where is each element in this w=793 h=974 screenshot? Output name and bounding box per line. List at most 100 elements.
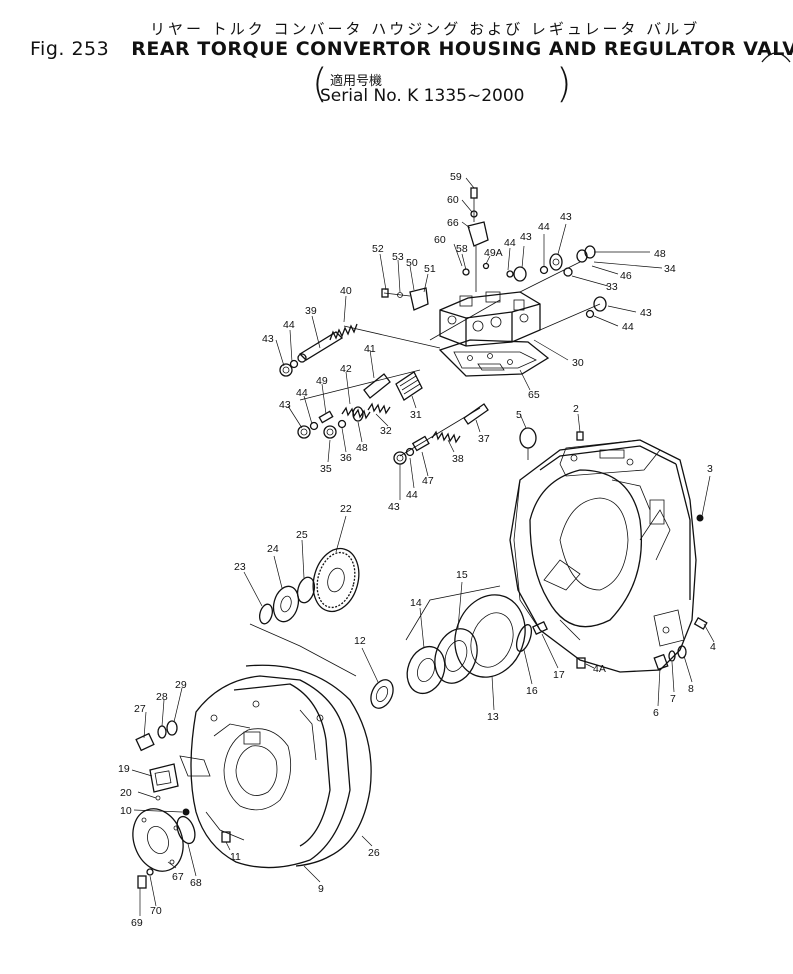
label-part-22: 22 (340, 503, 352, 515)
plugs-right-upper (506, 245, 607, 319)
paren-open: ( (312, 61, 328, 107)
page-title: Fig. 253 REAR TORQUE CONVERTOR HOUSING AN… (30, 38, 793, 60)
plate-51-bracket (381, 287, 429, 311)
spring-40 (329, 323, 358, 341)
rear-housing-1 (509, 439, 697, 673)
label-part-66: 66 (447, 217, 459, 229)
bolt-69-washer-70 (137, 868, 154, 889)
valve-plate-65 (438, 339, 550, 377)
label-part-5: 5 (516, 409, 522, 421)
label-part-9: 9 (318, 883, 324, 895)
label-part-38: 38 (452, 453, 464, 465)
applicability-japanese: 適用号機 (330, 74, 383, 89)
label-part-47: 47 (422, 475, 434, 487)
leader-lines (131, 177, 715, 916)
retainer-13 (454, 594, 526, 678)
spring-38 (431, 430, 461, 444)
label-part-43-top: 43 (520, 231, 532, 243)
label-part-24: 24 (267, 543, 279, 555)
spool-37 (463, 403, 489, 425)
label-part-49: 49 (316, 375, 328, 387)
label-part-2: 2 (573, 403, 579, 415)
cover-67-gasket-68 (132, 808, 196, 872)
regulator-valve-body (439, 291, 541, 347)
label-part-60: 60 (447, 194, 459, 206)
label-part-41: 41 (364, 343, 376, 355)
label-part-58: 58 (456, 243, 468, 255)
title-english: REAR TORQUE CONVERTOR HOUSING AND REGULA… (131, 38, 793, 60)
label-part-33: 33 (606, 281, 618, 293)
label-part-69: 69 (131, 917, 143, 929)
bolt-6-washers-7-8 (653, 645, 687, 671)
label-part-4a: 4A (593, 663, 606, 675)
label-part-35: 35 (320, 463, 332, 475)
label-part-37: 37 (478, 433, 490, 445)
bearing-24 (272, 585, 300, 623)
title-japanese: リヤー トルク コンバータ ハウジング および レギュレータ バルブ (150, 20, 701, 38)
label-part-25: 25 (296, 529, 308, 541)
label-part-46: 46 (620, 270, 632, 282)
label-part-29: 29 (175, 679, 187, 691)
label-part-20: 20 (120, 787, 132, 799)
label-part-44-left-mid: 44 (296, 387, 308, 399)
label-part-60-lower: 60 (434, 234, 446, 246)
label-part-10: 10 (120, 805, 132, 817)
label-part-43-right: 43 (640, 307, 652, 319)
label-part-53: 53 (392, 251, 404, 263)
label-part-49a: 49A (484, 247, 503, 259)
label-part-34: 34 (664, 263, 676, 275)
label-part-44-top: 44 (504, 237, 516, 249)
label-part-65: 65 (528, 389, 540, 401)
spring-32 (367, 402, 391, 415)
snap-ring-25 (296, 576, 316, 604)
label-part-14: 14 (410, 597, 422, 609)
label-part-11: 11 (230, 851, 241, 863)
spring-42 (341, 406, 371, 420)
seal-12 (370, 679, 394, 709)
label-part-8: 8 (688, 683, 694, 695)
label-part-17: 17 (553, 669, 565, 681)
label-part-48-right: 48 (654, 248, 666, 260)
label-part-15: 15 (456, 569, 468, 581)
label-part-43-top-right: 43 (560, 211, 572, 223)
label-part-42: 42 (340, 363, 352, 375)
eye-bolt-5 (519, 427, 537, 460)
breather-20 (155, 795, 161, 801)
label-part-44-top-right: 44 (538, 221, 550, 233)
plug-4 (693, 617, 708, 630)
spool-39 (297, 331, 344, 363)
plug-10 (182, 808, 190, 816)
label-part-32: 32 (380, 425, 392, 437)
label-part-44-right: 44 (622, 321, 634, 333)
label-part-43-left-mid: 43 (279, 399, 291, 411)
bolt-17-cover-16 (515, 620, 548, 652)
plug-43-44-left-lower (297, 410, 334, 439)
parts-35-36-48-left (323, 406, 364, 439)
label-part-13: 13 (487, 711, 499, 723)
gear-22 (312, 547, 360, 613)
spool-41 (363, 373, 391, 399)
label-part-16: 16 (526, 685, 538, 697)
plug-27-washer-28-29 (135, 720, 178, 752)
label-part-48-left: 48 (356, 442, 368, 454)
label-part-43-left-upper: 43 (262, 333, 274, 345)
label-part-39: 39 (305, 305, 317, 317)
cover-19 (149, 763, 179, 793)
plug-43-44-left-upper (279, 359, 299, 377)
label-part-12: 12 (354, 635, 366, 647)
label-part-31: 31 (410, 409, 422, 421)
figure-number: Fig. 253 (30, 38, 110, 60)
bracket-66 (467, 221, 489, 292)
label-part-44-left-upper: 44 (283, 319, 295, 331)
housing-9 (179, 675, 351, 869)
paren-close: ) (556, 61, 572, 107)
label-part-68: 68 (190, 877, 202, 889)
label-part-19: 19 (118, 763, 130, 775)
corner-mark (761, 52, 791, 63)
label-part-50: 50 (406, 257, 418, 269)
label-part-43-lower: 43 (388, 501, 400, 513)
gasket-26 (245, 664, 372, 867)
serial-range: Serial No. K 1335~2000 (320, 86, 525, 106)
